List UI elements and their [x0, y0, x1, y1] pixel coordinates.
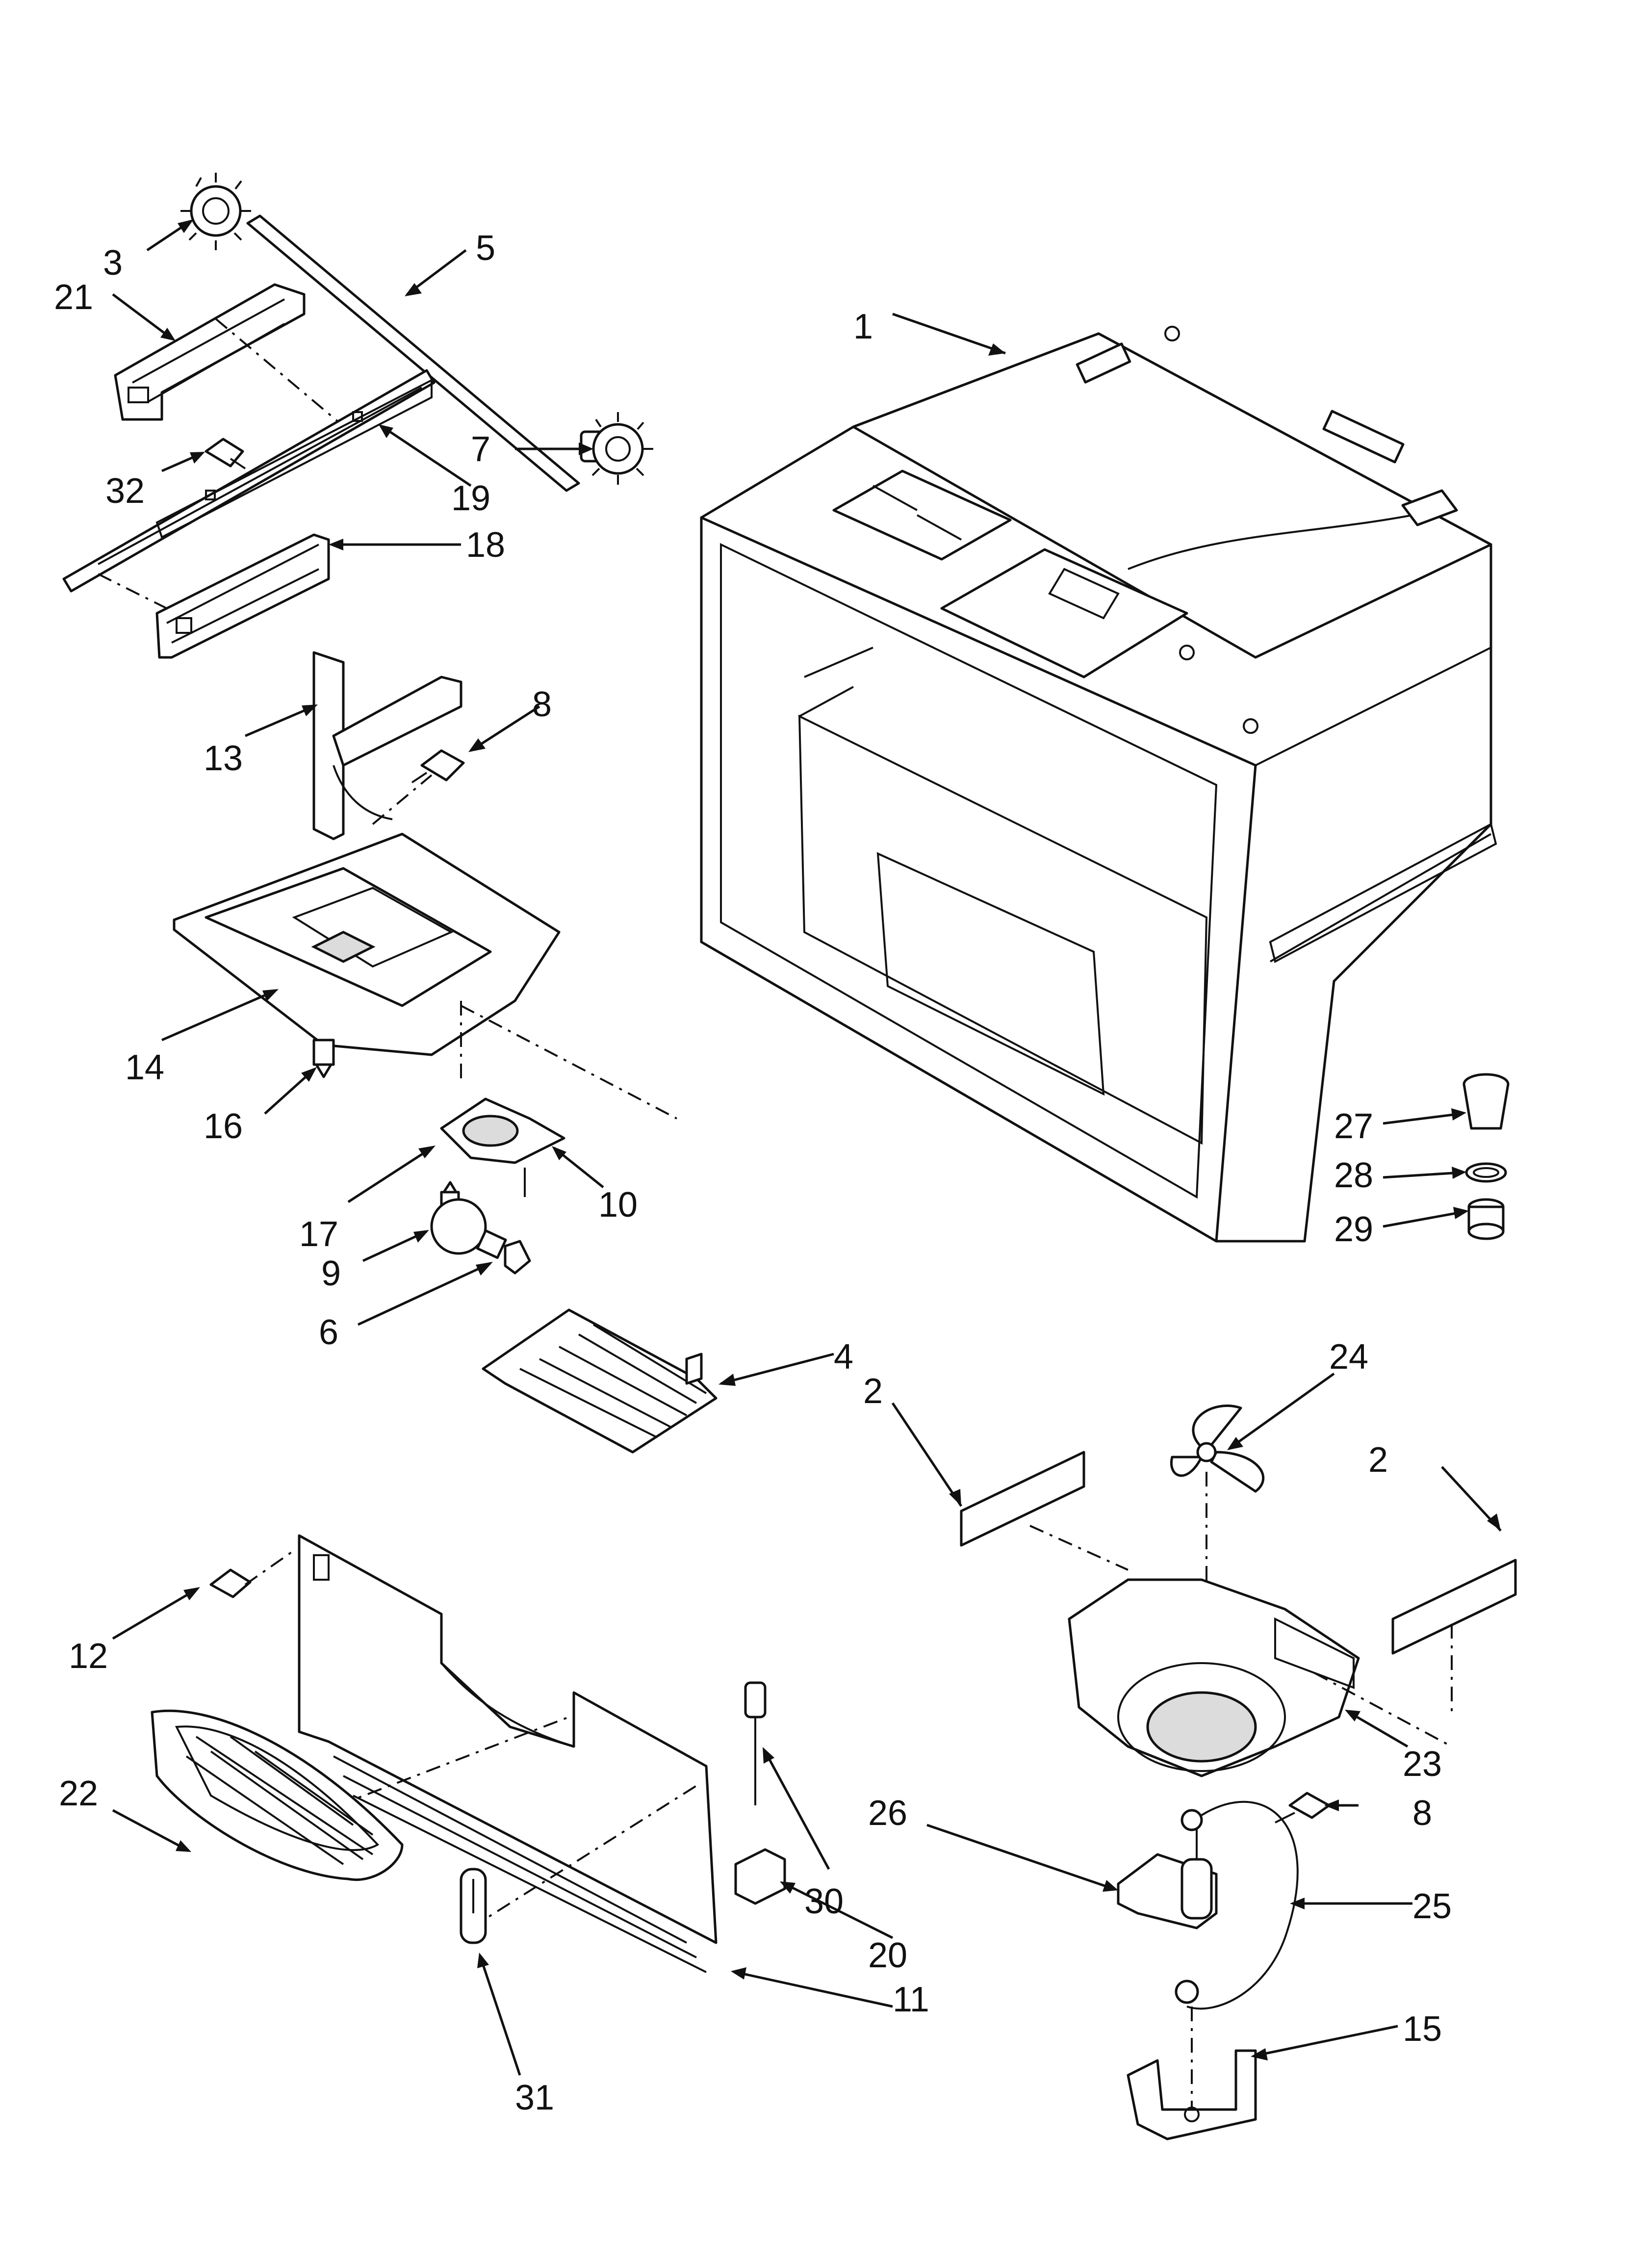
callout-29: 29	[1334, 1210, 1373, 1249]
callout-11: 11	[893, 1980, 929, 2019]
part-23-fan-shroud	[1068, 1578, 1452, 1777]
callout-28: 28	[1334, 1156, 1373, 1195]
part-9-bulb	[430, 1198, 507, 1259]
callout-20: 20	[868, 1936, 907, 1975]
part-20-foam-strip	[734, 1848, 786, 1905]
callout-3: 3	[103, 243, 123, 283]
callout-31: 31	[515, 2078, 554, 2117]
callout-8a: 8	[532, 685, 552, 724]
callout-2a: 2	[863, 1372, 883, 1411]
callout-21: 21	[54, 278, 93, 317]
part-10-light-socket	[440, 1097, 565, 1197]
part-2-pad-right	[1391, 1559, 1517, 1717]
part-31-clip	[460, 1868, 487, 1944]
callout-30: 30	[804, 1882, 844, 1921]
callout-24: 24	[1329, 1337, 1368, 1377]
part-6-cover	[504, 1240, 531, 1275]
part-11-back-panel	[298, 1534, 718, 1973]
part-29-plug	[1467, 1198, 1505, 1240]
callout-14: 14	[125, 1048, 164, 1087]
part-26-fan-motor	[1117, 1809, 1218, 1929]
part-28-o-ring	[1465, 1162, 1507, 1183]
part-14-light-housing	[173, 833, 677, 1120]
callout-5: 5	[476, 229, 495, 268]
callout-27: 27	[1334, 1107, 1373, 1146]
part-21-slide-rail	[114, 283, 339, 423]
callout-15: 15	[1403, 2009, 1442, 2049]
callout-32: 32	[105, 471, 145, 511]
callout-25: 25	[1412, 1887, 1452, 1926]
part-8-screw-upper	[411, 749, 465, 783]
callout-22: 22	[59, 1774, 98, 1813]
callout-10: 10	[598, 1185, 638, 1225]
part-4-light-shield	[482, 1308, 718, 1454]
part-12-screw	[209, 1549, 295, 1598]
part-25-wire-harness	[1175, 1800, 1299, 2010]
callout-2b: 2	[1368, 1440, 1388, 1480]
part-16-clip	[312, 1039, 335, 1078]
part-19-rail	[62, 369, 436, 593]
callout-9: 9	[321, 1254, 341, 1293]
part-18-rail	[98, 533, 330, 659]
part-30-thermistor	[744, 1681, 767, 1805]
part-2-pad-left	[960, 1451, 1129, 1571]
part-3-gear	[180, 173, 251, 250]
part-27-grommet	[1462, 1073, 1510, 1130]
part-13-bracket	[312, 651, 462, 840]
callout-1: 1	[853, 307, 873, 346]
leader-lines	[112, 219, 1502, 2076]
callout-23: 23	[1403, 1745, 1442, 1784]
callout-7: 7	[471, 430, 490, 469]
callout-labels: 1 2 2 3 4 5 6 7 8 8 9 10 11 12 13 14 15 …	[54, 229, 1452, 2117]
callout-6: 6	[319, 1313, 338, 1352]
callout-13: 13	[204, 739, 243, 778]
part-24-fan-blade	[1170, 1405, 1265, 1599]
callout-19: 19	[451, 479, 490, 518]
callout-18: 18	[466, 525, 505, 565]
callout-16: 16	[204, 1107, 243, 1146]
callout-17: 17	[299, 1215, 338, 1254]
part-15-bracket	[1127, 2007, 1257, 2140]
part-8-screw-lower	[1275, 1792, 1331, 1824]
callout-4: 4	[834, 1337, 853, 1377]
callout-8b: 8	[1412, 1794, 1432, 1833]
callout-12: 12	[69, 1637, 108, 1676]
callout-26: 26	[868, 1794, 907, 1833]
part-1-freezer-liner	[700, 326, 1497, 1243]
part-32-screw	[205, 438, 246, 469]
part-22-grille	[151, 1709, 404, 1881]
part-5-rod	[246, 214, 580, 492]
part-7-gear	[580, 412, 653, 485]
